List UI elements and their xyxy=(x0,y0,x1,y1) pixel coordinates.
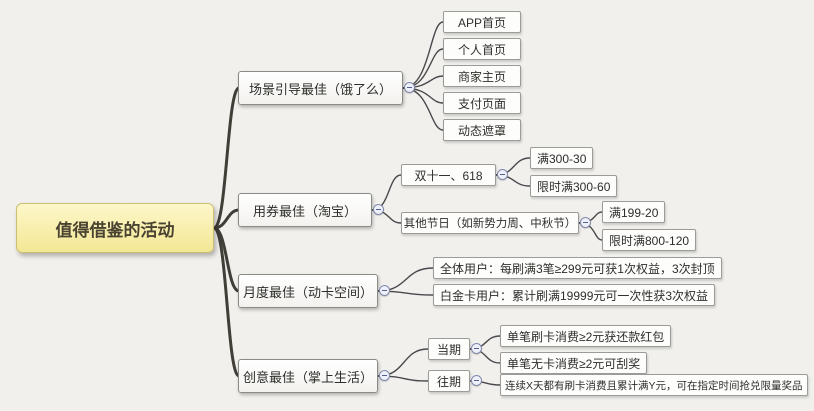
leaf-payment-page[interactable]: 支付页面 xyxy=(443,92,521,114)
leaf-app-home[interactable]: APP首页 xyxy=(443,11,521,33)
subtopic-current-period[interactable]: 当期 xyxy=(428,338,470,360)
collapse-minus-icon[interactable] xyxy=(373,204,384,215)
leaf-merchant-home[interactable]: 商家主页 xyxy=(443,65,521,87)
trunk-connectors xyxy=(212,86,241,378)
leaf-limited-800-120[interactable]: 限时满800-120 xyxy=(602,229,697,251)
leaf-consecutive-days-rule[interactable]: 连续X天都有刷卡消费且累计满Y元，可在指定时间抢兑限量奖品 xyxy=(500,374,808,396)
leaf-limited-300-60[interactable]: 限时满300-60 xyxy=(530,175,618,197)
collapse-minus-icon[interactable] xyxy=(379,285,390,296)
leaf-platinum-users-rule[interactable]: 白金卡用户：累计刷满19999元可一次性获3次权益 xyxy=(433,284,716,306)
leaf-full-199-20[interactable]: 满199-20 xyxy=(602,201,666,223)
collapse-minus-icon[interactable] xyxy=(471,375,482,386)
branch-scene-guide[interactable]: 场景引导最佳（饿了么） xyxy=(238,71,403,105)
branch-monthly-best[interactable]: 月度最佳（动卡空间） xyxy=(238,274,378,308)
subtopic-past-period[interactable]: 往期 xyxy=(428,370,470,392)
branch-coupon-best[interactable]: 用券最佳（淘宝） xyxy=(238,193,372,227)
root-topic[interactable]: 值得借鉴的活动 xyxy=(16,203,214,253)
leaf-full-300-30[interactable]: 满300-30 xyxy=(530,147,594,169)
leaf-all-users-rule[interactable]: 全体用户：每刷满3笔≥299元可获1次权益，3次封顶 xyxy=(433,257,722,279)
collapse-minus-icon[interactable] xyxy=(471,343,482,354)
collapse-minus-icon[interactable] xyxy=(497,169,508,180)
collapse-minus-icon[interactable] xyxy=(580,217,591,228)
collapse-minus-icon[interactable] xyxy=(404,82,415,93)
collapse-minus-icon[interactable] xyxy=(379,370,390,381)
branch-creative-best[interactable]: 创意最佳（掌上生活） xyxy=(238,359,378,393)
subtopic-double11-618[interactable]: 双十一、618 xyxy=(401,164,496,186)
leaf-dynamic-mask[interactable]: 动态遮罩 xyxy=(443,119,521,141)
leaf-cardless-scratch[interactable]: 单笔无卡消费≥2元可刮奖 xyxy=(500,352,648,374)
leaf-card-payment-redpacket[interactable]: 单笔刷卡消费≥2元获还款红包 xyxy=(500,325,672,347)
subtopic-other-festivals[interactable]: 其他节日（如新势力周、中秋节） xyxy=(401,212,579,234)
leaf-personal-home[interactable]: 个人首页 xyxy=(443,38,521,60)
